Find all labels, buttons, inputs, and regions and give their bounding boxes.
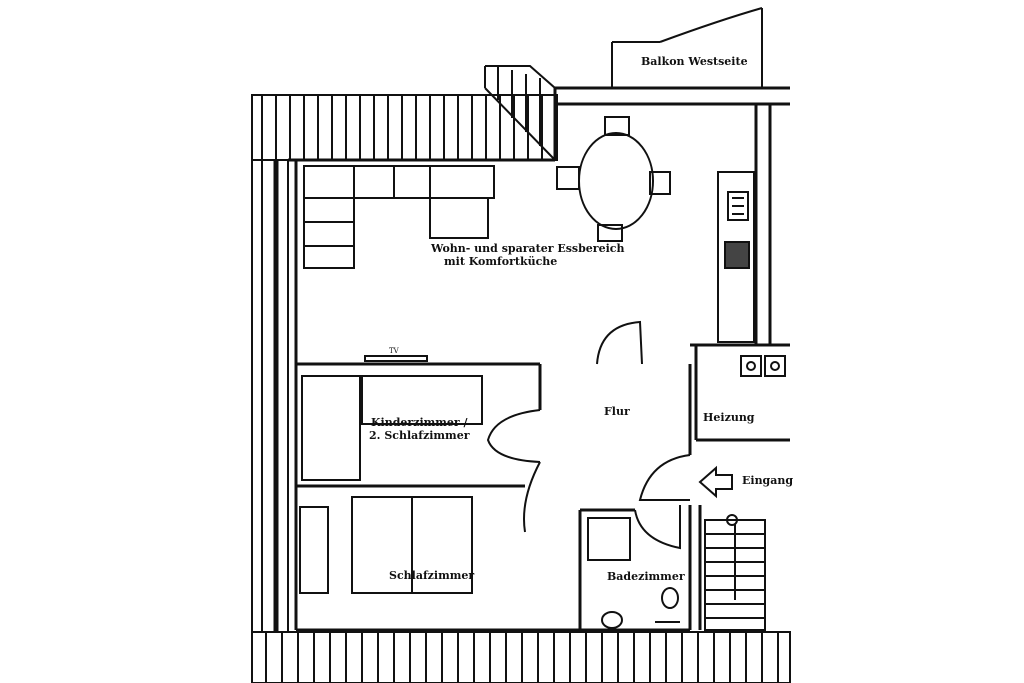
bathroom-fixtures [587, 517, 680, 629]
doors [486, 320, 691, 550]
balcony [611, 7, 790, 89]
left-eaves [251, 160, 289, 632]
entrance-staircase [704, 514, 766, 631]
tv-label: TV [389, 347, 399, 355]
room-label-schlafzimmer: Schlafzimmer [389, 569, 475, 582]
room-label-kinderzimmer: Kinderzimmer / [371, 416, 468, 429]
room-label-balkon: Balkon Westseite [641, 55, 748, 68]
staircase-top [484, 65, 556, 161]
tv-icon [364, 355, 428, 362]
heating-units [740, 355, 786, 377]
room-label-schlafzimmer-2: 2. Schlafzimmer [369, 429, 470, 442]
roof-bottom-hatch [251, 631, 791, 683]
exterior-walls [288, 86, 790, 632]
room-label-flur: Flur [604, 405, 630, 418]
kinderzimmer-furniture [301, 375, 483, 481]
room-label-komfortkueche: mit Komfortküche [444, 255, 558, 268]
room-label-heizung: Heizung [703, 411, 755, 424]
room-label-badezimmer: Badezimmer [607, 570, 685, 583]
interior-walls [294, 160, 790, 630]
room-label-wohnbereich: Wohn- und sparater Essbereich [431, 242, 625, 255]
cooktop-icon [724, 241, 750, 269]
schlafzimmer-furniture [299, 496, 473, 594]
kitchen-counter [303, 165, 755, 343]
room-label-eingang: Eingang [742, 474, 794, 487]
entrance-arrow-icon [698, 465, 733, 499]
dining-table [556, 116, 671, 242]
